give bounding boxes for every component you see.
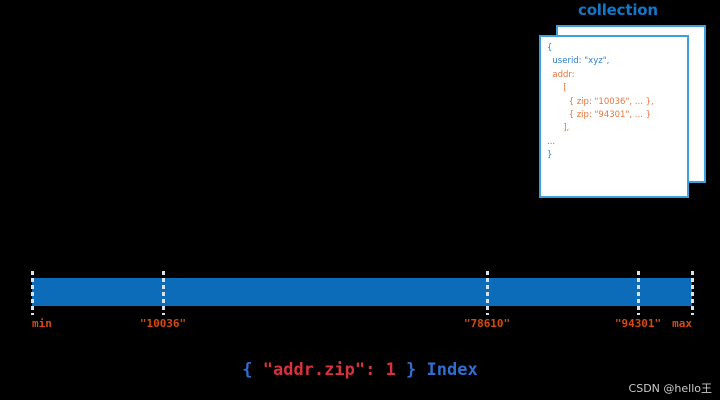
index-tick-label: min [32,317,52,330]
watermark: CSDN @hello王 [628,382,712,395]
caption-open-brace: { [242,360,263,380]
document-code-line: { [547,43,553,53]
index-tick-mark [690,271,694,315]
index-tick-label: "10036" [139,317,187,330]
document-code-line: userid: "xyz", [547,56,610,67]
collection-title: collection [578,1,658,19]
index-tick-mark [636,271,640,315]
document-code-line: [ [547,83,567,94]
index-range-bar [32,278,692,306]
document-card-front: { userid: "xyz", addr: [ { zip: "10036",… [539,35,689,198]
caption-index-word: Index [426,360,478,380]
document-code-line: } [547,150,553,161]
index-tick-label: max [672,317,692,330]
index-tick-label: "94301" [614,317,662,330]
index-tick-mark [485,271,489,315]
caption-key-spec: "addr.zip": 1 [262,360,396,380]
document-code-line: { zip: "10036", ... }, [547,96,654,107]
index-tick-mark [161,271,165,315]
collection-group: collection { userid: "xyz", addr: [ { zi… [534,0,720,205]
document-code-line: ], [547,123,570,134]
caption-close-brace: } [395,360,427,380]
index-caption: { "addr.zip": 1 } Index [0,360,720,380]
index-tick-mark [30,271,34,315]
document-json-code: { userid: "xyz", addr: [ { zip: "10036",… [547,42,683,163]
document-code-line: { zip: "94301", ... } [547,110,651,121]
index-tick-label: "78610" [463,317,511,330]
index-bar-area: min "10036" "78610" "94301" max [0,255,720,350]
document-code-line: ... [547,136,556,147]
document-code-line: addr: [547,69,575,80]
